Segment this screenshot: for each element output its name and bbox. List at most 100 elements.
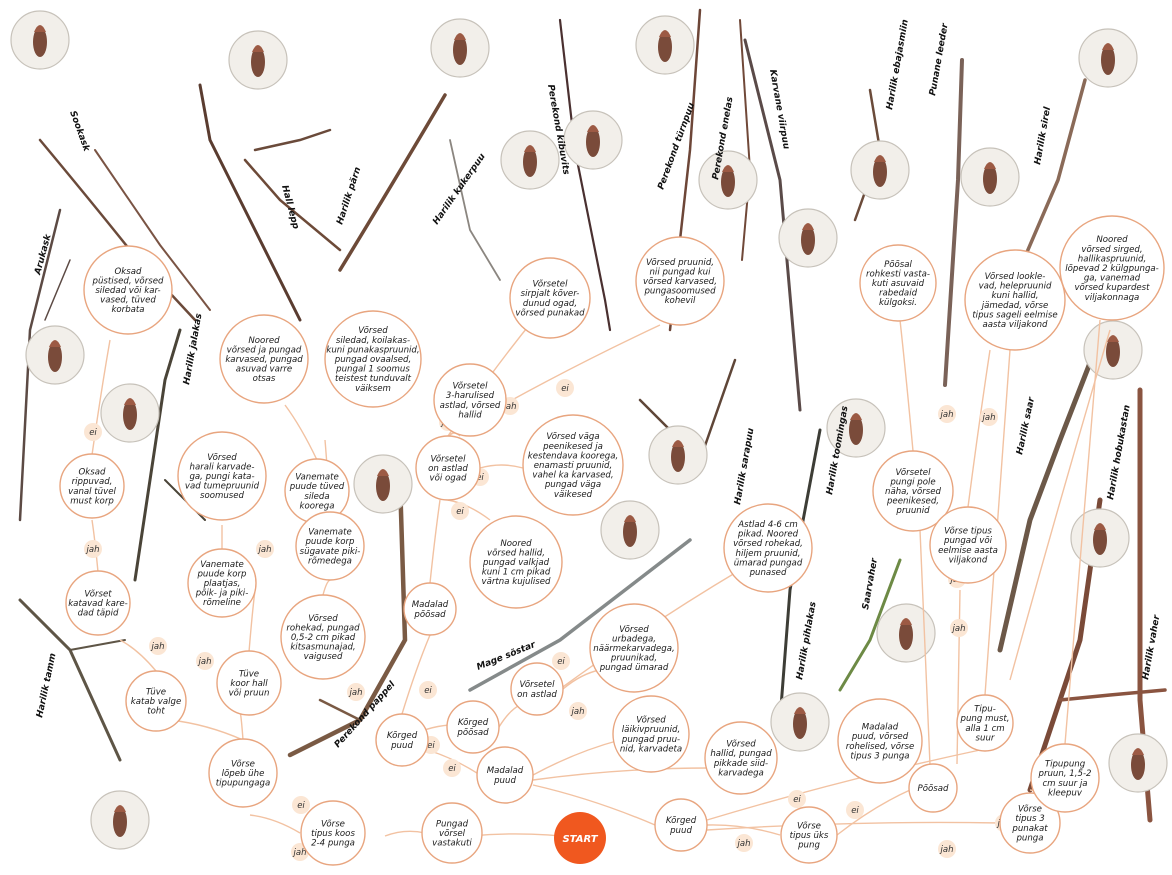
edge-label-yes: jah bbox=[84, 540, 102, 558]
twig-11 bbox=[70, 640, 125, 650]
edge-label-text: ei bbox=[448, 764, 456, 774]
edge-label-text: ei bbox=[424, 686, 432, 696]
twig-8 bbox=[135, 330, 180, 580]
edge-label-text: ei bbox=[793, 795, 801, 805]
edge-label-text: jah bbox=[258, 545, 272, 555]
decision-node-poosad[interactable]: Põõsad bbox=[909, 764, 957, 812]
edge-label-text: ei bbox=[297, 801, 305, 811]
species-label-harilik-vaher: Harilik vaher bbox=[1141, 614, 1162, 681]
bud-thumbnail-punane-leeder bbox=[961, 148, 1019, 206]
edge-label-text: jah bbox=[571, 707, 585, 717]
edge-2 bbox=[250, 815, 300, 833]
bud-thumbnail-mage-sostar bbox=[601, 501, 659, 559]
edge-label-yes: jah bbox=[950, 619, 968, 637]
bud-thumbnail-harilik-ebajasmiin bbox=[851, 141, 909, 199]
edge-12 bbox=[323, 580, 330, 595]
species-label-sookask: Sookask bbox=[67, 110, 91, 154]
start-node[interactable]: START bbox=[554, 812, 606, 864]
node-text: Võrsetelon astlad bbox=[517, 680, 557, 700]
edge-label-text: jah bbox=[151, 642, 165, 652]
node-text: Põõsad bbox=[918, 784, 949, 794]
edge-label-text: jah bbox=[982, 413, 996, 423]
edge-26 bbox=[533, 768, 710, 780]
edge-36 bbox=[900, 320, 913, 451]
node-text: Võrsed lookle-vad, helepruunidkuni halli… bbox=[972, 272, 1057, 330]
edge-label-yes: jah bbox=[938, 405, 956, 423]
edge-18 bbox=[480, 465, 523, 468]
edge-label-yes: jah bbox=[569, 702, 587, 720]
edge-label-yes: jah bbox=[980, 408, 998, 426]
edge-1 bbox=[385, 831, 425, 836]
node-text: Kõrgedpõõsad bbox=[456, 718, 489, 738]
edge-label-yes: jah bbox=[149, 637, 167, 655]
edge-label-yes: jah bbox=[938, 840, 956, 858]
twig-7 bbox=[45, 260, 70, 320]
edge-label-text: jah bbox=[86, 545, 100, 555]
edge-37 bbox=[968, 350, 990, 507]
bud-thumbnail-harilik-sarapuu bbox=[649, 426, 707, 484]
twig-3 bbox=[255, 130, 330, 150]
edge-label-text: jah bbox=[940, 845, 954, 855]
bud-thumbnail-saarvaher bbox=[877, 604, 935, 662]
bud-thumbnail-perekond-toompuu bbox=[636, 16, 694, 74]
bud-thumbnail-harilik-vaher bbox=[1109, 734, 1167, 792]
bud-thumbnail-sookask bbox=[11, 11, 69, 69]
twig-29 bbox=[1060, 690, 1165, 700]
edge-label-no: ei bbox=[846, 801, 864, 819]
edge-14 bbox=[430, 500, 440, 583]
edge-22 bbox=[499, 705, 520, 727]
edge-13 bbox=[402, 635, 430, 714]
edge-label-no: ei bbox=[552, 652, 570, 670]
bud-thumbnail-perekond-pappel bbox=[354, 455, 412, 513]
species-label-harilik-ebajasmiin: Harilik ebajasmiin bbox=[885, 19, 911, 111]
node-text: Võrsedsiledad, koilakas-kuni punakaspruu… bbox=[326, 326, 419, 394]
edge-label-text: jah bbox=[198, 657, 212, 667]
edge-11 bbox=[285, 405, 317, 460]
node-text: Vanematepuude korpplaatjas,põik- ja piki… bbox=[195, 560, 249, 608]
species-label-hall-lepp: Hall lepp bbox=[279, 184, 300, 231]
edge-label-text: jah bbox=[349, 688, 363, 698]
edge-label-text: jah bbox=[293, 848, 307, 858]
species-label-harilik-sarapuu: Harilik sarapuu bbox=[733, 427, 756, 506]
bud-thumbnail-harilik-sirel bbox=[1079, 29, 1137, 87]
node-text: Võrsetelon astladvõi ogad bbox=[428, 454, 468, 483]
